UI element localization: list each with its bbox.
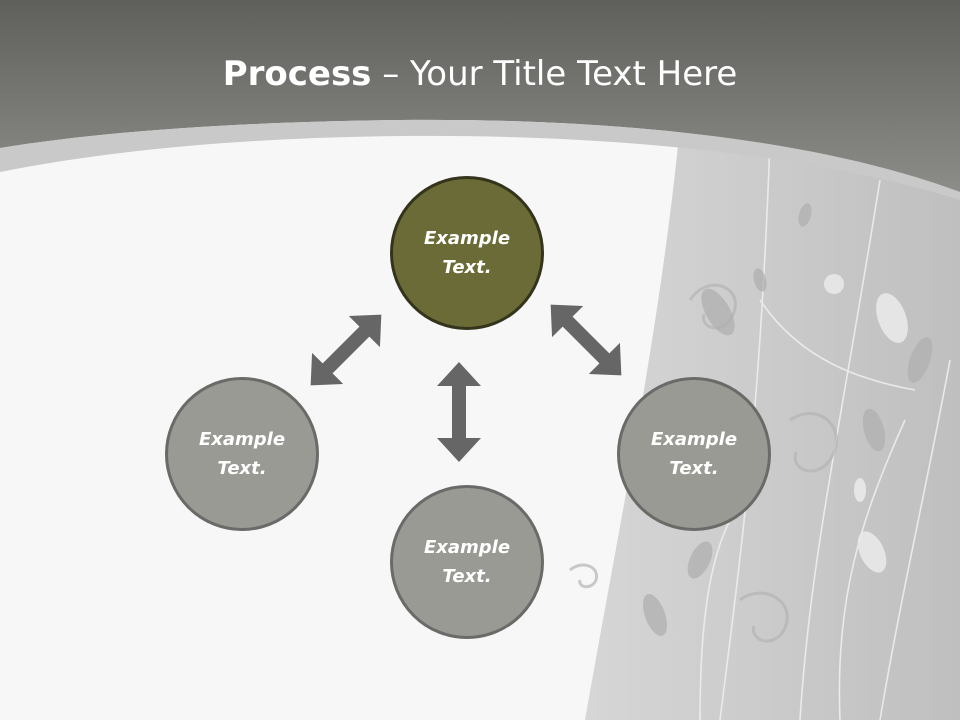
process-node-left[interactable]: Example Text. <box>165 377 319 531</box>
title-text: – Your Title Text Here <box>371 54 738 94</box>
double-arrow-right-diagonal-icon <box>550 304 622 376</box>
node-label-left: Example Text. <box>198 429 286 479</box>
process-node-right[interactable]: Example Text. <box>617 377 771 531</box>
node-label-right: Example Text. <box>650 429 738 479</box>
title-keyword: Process <box>222 54 372 94</box>
node-label-top: Example Text. <box>423 228 511 278</box>
double-arrow-left-diagonal-icon <box>310 314 382 386</box>
node-label-bottom: Example Text. <box>423 537 511 587</box>
slide-title: Process – Your Title Text Here <box>0 52 960 96</box>
double-arrow-vertical-icon <box>437 362 481 462</box>
process-node-top[interactable]: Example Text. <box>390 176 544 330</box>
process-node-bottom[interactable]: Example Text. <box>390 485 544 639</box>
